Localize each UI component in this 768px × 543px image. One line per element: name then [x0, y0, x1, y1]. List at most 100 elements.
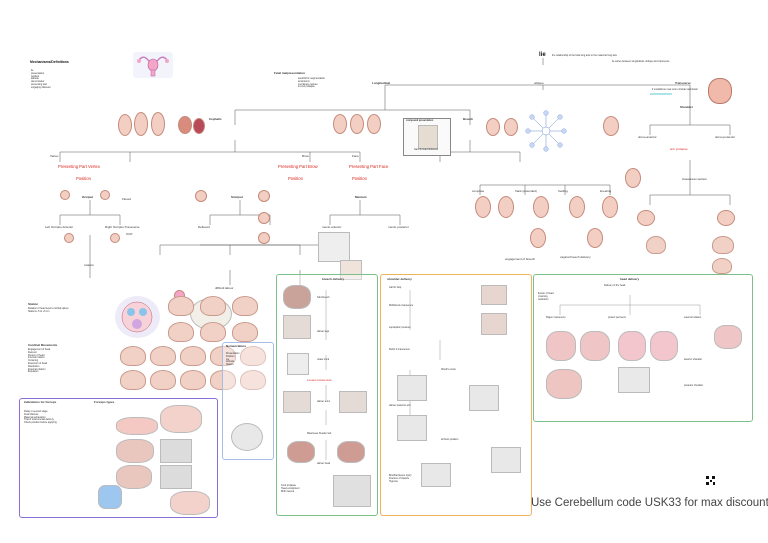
forceps-image [160, 439, 192, 463]
forceps-item: Maternal exhaustion [24, 415, 46, 419]
position-label-face: Position [352, 176, 367, 181]
breech-frank: frank (extended) [515, 189, 537, 193]
forceps-item: Trial of instrumental delivery [24, 418, 54, 422]
shoulder-label: Shoulder [680, 105, 694, 109]
sinciput-label: Sinciput [231, 195, 243, 199]
shoulder-delivery-panel: shoulder delivery call for help McRobert… [380, 274, 532, 516]
head-step: external rotation [684, 316, 702, 319]
breech-label: Breech [463, 117, 474, 121]
breech-step: rotate trunk [317, 358, 330, 361]
forceps-title: Indications for forceps [24, 400, 57, 404]
breech-delivery-image [283, 285, 311, 309]
breech-fetus-image [333, 114, 347, 134]
head-delivery-title: head delivery [620, 277, 640, 281]
dorso-posterior-label: dorso-posterior [715, 135, 736, 139]
forceps-image [170, 491, 210, 515]
breech-type-image [587, 228, 603, 248]
head-diagram [100, 190, 110, 200]
breech-step: hold breech [317, 296, 330, 299]
head-step: Ritgen manoeuvre [546, 316, 566, 319]
breech-fetus-image [367, 114, 381, 134]
face-presentation-image [340, 260, 362, 280]
cephalic-fetus-image [151, 112, 165, 136]
term-item: presenting part [31, 82, 47, 86]
transverse-label: Transverse [675, 81, 691, 85]
breech-type-image [625, 168, 641, 188]
breech-complete: complete [472, 189, 485, 193]
brow-branch: Brow [302, 154, 309, 158]
breech-delivery-image [283, 391, 311, 413]
deflexed-label: Deflexed [198, 225, 210, 229]
lie-note: the relationship of the fetal long axis … [552, 54, 617, 57]
shoulder-step: all fours position [441, 438, 459, 441]
pelvis-image [168, 322, 194, 342]
shoulder-delivery-image [397, 375, 427, 401]
shoulder-image [637, 210, 655, 226]
head-delivery-image [650, 331, 678, 361]
head-diagram [64, 233, 74, 243]
head-diagram [60, 190, 70, 200]
position-label-brow: Position [288, 176, 303, 181]
forceps-item: Check position before applying [24, 421, 57, 425]
nomenclature-item: Position [226, 354, 235, 358]
pelvis-image [232, 296, 258, 316]
mentum-label: Mentum [355, 195, 367, 199]
face-presentation-image [318, 232, 350, 262]
cardinal-item: Flexion of head [28, 353, 45, 357]
pelvis-image [120, 346, 146, 366]
shoulder-delivery-image [481, 285, 507, 305]
term-item: lie [31, 69, 34, 72]
breech-type-image [569, 196, 585, 218]
head-delivery-item: crowning [538, 294, 548, 298]
breech-risk: Head entrapment [281, 486, 300, 490]
transverse-lie-image [708, 78, 732, 104]
shoulder-risk: Hypoxia [389, 479, 398, 483]
forceps-image [160, 405, 202, 433]
presenting-part-vertex: Presenting Part Vertex [58, 164, 100, 169]
breech-delivery-image [287, 441, 315, 463]
mento-anterior-label: mento anterior [322, 225, 342, 229]
shoulder-step: Rubin II manoeuvre [389, 348, 410, 351]
shoulder-risk: Brachial plexus injury [389, 474, 412, 477]
shoulder-caesarean: Caesarean section [682, 177, 708, 181]
breech-type-image [498, 196, 514, 218]
head-delivery-image [546, 369, 582, 399]
forceps-item: Fetal distress [24, 412, 39, 416]
pelvis-image [232, 322, 258, 342]
breech-type-image [602, 196, 618, 218]
vertex-presenting: Vertex [88, 164, 100, 169]
breech-delivery-image [283, 315, 311, 339]
rotation-label: rotation [84, 263, 95, 267]
left-occipito-anterior: Left Occipito-Anterior [45, 225, 74, 229]
forceps-list: Delay in second stage Fetal distress Mat… [24, 410, 57, 425]
pelvis-image [712, 258, 732, 274]
presenting-part-label: Presenting Part [349, 164, 378, 169]
uterus-icon [133, 52, 173, 78]
cardinal-title: Cardinal Movements [28, 343, 58, 347]
nomenclature-image [231, 423, 263, 451]
forceps-image [98, 485, 122, 509]
breech-risk: Birth trauma [281, 489, 295, 493]
pelvis-image [240, 346, 266, 366]
nomenclature-item: Station [226, 363, 234, 367]
oblique-lie-diagram [525, 110, 567, 152]
forceps-image [116, 465, 152, 489]
breech-delivery-image [337, 441, 365, 463]
pelvis-image [200, 296, 226, 316]
shoulder-delivery-image [469, 385, 499, 411]
cephalic-fetus-image [134, 112, 148, 136]
nomenclature-panel: Nomenclature Presentation Position Lie A… [222, 342, 274, 460]
breech-fetus-image [486, 118, 500, 136]
breech-step: deliver arms [317, 400, 331, 403]
breech-risks: Cord prolapse Head entrapment Birth trau… [281, 484, 300, 493]
cardinal-item: Descent [28, 350, 37, 354]
pelvis-image [646, 236, 666, 254]
cardinal-item: Crowning [28, 359, 39, 363]
breech-footling: footling [558, 189, 568, 193]
shoulder-delivery-image [491, 447, 521, 473]
arm-prolapse-label: arm prolapse [670, 147, 688, 151]
cephalic-fetus-image [118, 114, 132, 136]
nomenclature-item: Attitude [226, 360, 235, 364]
cardinal-item: Engagement of head [28, 348, 51, 351]
